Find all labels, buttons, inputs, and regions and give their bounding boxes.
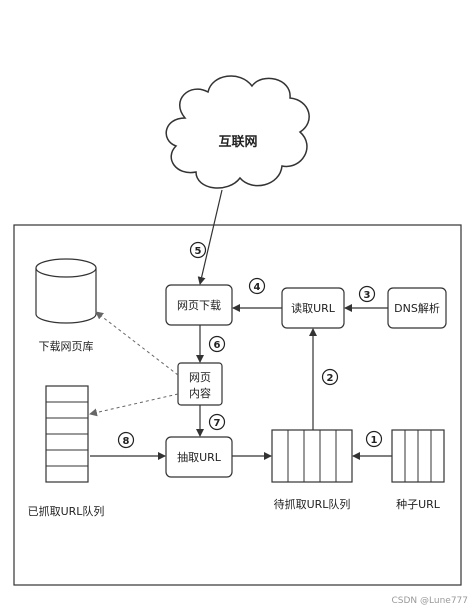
step-badge-6: 6 [208,335,226,353]
cloud-shape [165,75,310,189]
step-badge-1: 1 [365,430,383,448]
svg-text:4: 4 [254,282,261,293]
svg-text:5: 5 [195,246,202,257]
step-badge-5: 5 [189,241,207,259]
step-badge-7: 7 [208,413,226,431]
svg-text:3: 3 [364,290,371,301]
system-boundary [13,224,462,586]
content-label-line2: 内容 [189,386,211,400]
svg-text:8: 8 [123,436,130,447]
watermark: CSDN @Lune777 [392,596,469,606]
step-badge-3: 3 [358,285,376,303]
svg-text:6: 6 [214,340,221,351]
download-library-cylinder [35,258,97,324]
svg-text:7: 7 [214,418,221,429]
step-badge-8: 8 [117,431,135,449]
seed-url-stack [391,429,445,483]
dashed-content-to-crawled [89,393,179,417]
download-label: 网页下载 [177,299,221,312]
seed-url-label: 种子URL [396,497,441,511]
extract-box [165,436,233,478]
crawled-queue-stack [45,385,89,483]
svg-text:1: 1 [371,435,378,446]
pending-queue-stack [271,429,353,483]
download-library-label: 下载网页库 [39,340,94,353]
cloud-label: 互联网 [218,135,257,150]
svg-text:2: 2 [327,373,334,384]
content-label-line1: 网页 [189,371,211,384]
arrow-internet-to-download [197,189,223,285]
read-url-label: 读取URL [291,301,336,315]
step-badge-4: 4 [248,277,266,295]
extract-label: 抽取URL [177,450,222,464]
dns-label: DNS解析 [394,301,440,315]
step-badge-2: 2 [321,368,339,386]
pending-queue-label: 待抓取URL队列 [274,497,351,511]
internet-cloud: 互联网 [165,75,310,189]
dashed-content-to-library [95,311,179,376]
crawled-queue-label: 已抓取URL队列 [28,504,105,518]
